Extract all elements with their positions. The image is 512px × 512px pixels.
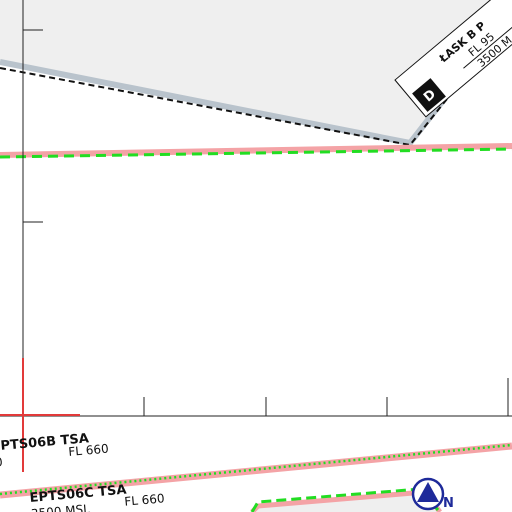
tsa-c-upper-limit: FL 660 <box>124 491 165 508</box>
tsa-boundary-green-dashed <box>0 147 512 159</box>
navaid-triangle-icon[interactable] <box>411 477 445 511</box>
airspace-class-badge: D <box>412 78 446 112</box>
navaid-label: N <box>443 496 454 511</box>
tsa-c-lower-limit: 3500 MSL <box>30 502 90 512</box>
tsa-lower-boundary-green-dotted <box>0 443 512 496</box>
restricted-area-fill <box>0 0 512 143</box>
tsa-boundary-pink <box>0 143 512 158</box>
tsa-b-upper-limit: FL 660 <box>68 442 109 459</box>
tsa-b-left-fragment: 0 <box>0 455 3 470</box>
limit-divider <box>463 16 512 69</box>
tsa-b-label[interactable]: EPTS06B TSA 0 FL 660 <box>0 430 110 470</box>
crosshair-icon[interactable] <box>0 358 80 472</box>
